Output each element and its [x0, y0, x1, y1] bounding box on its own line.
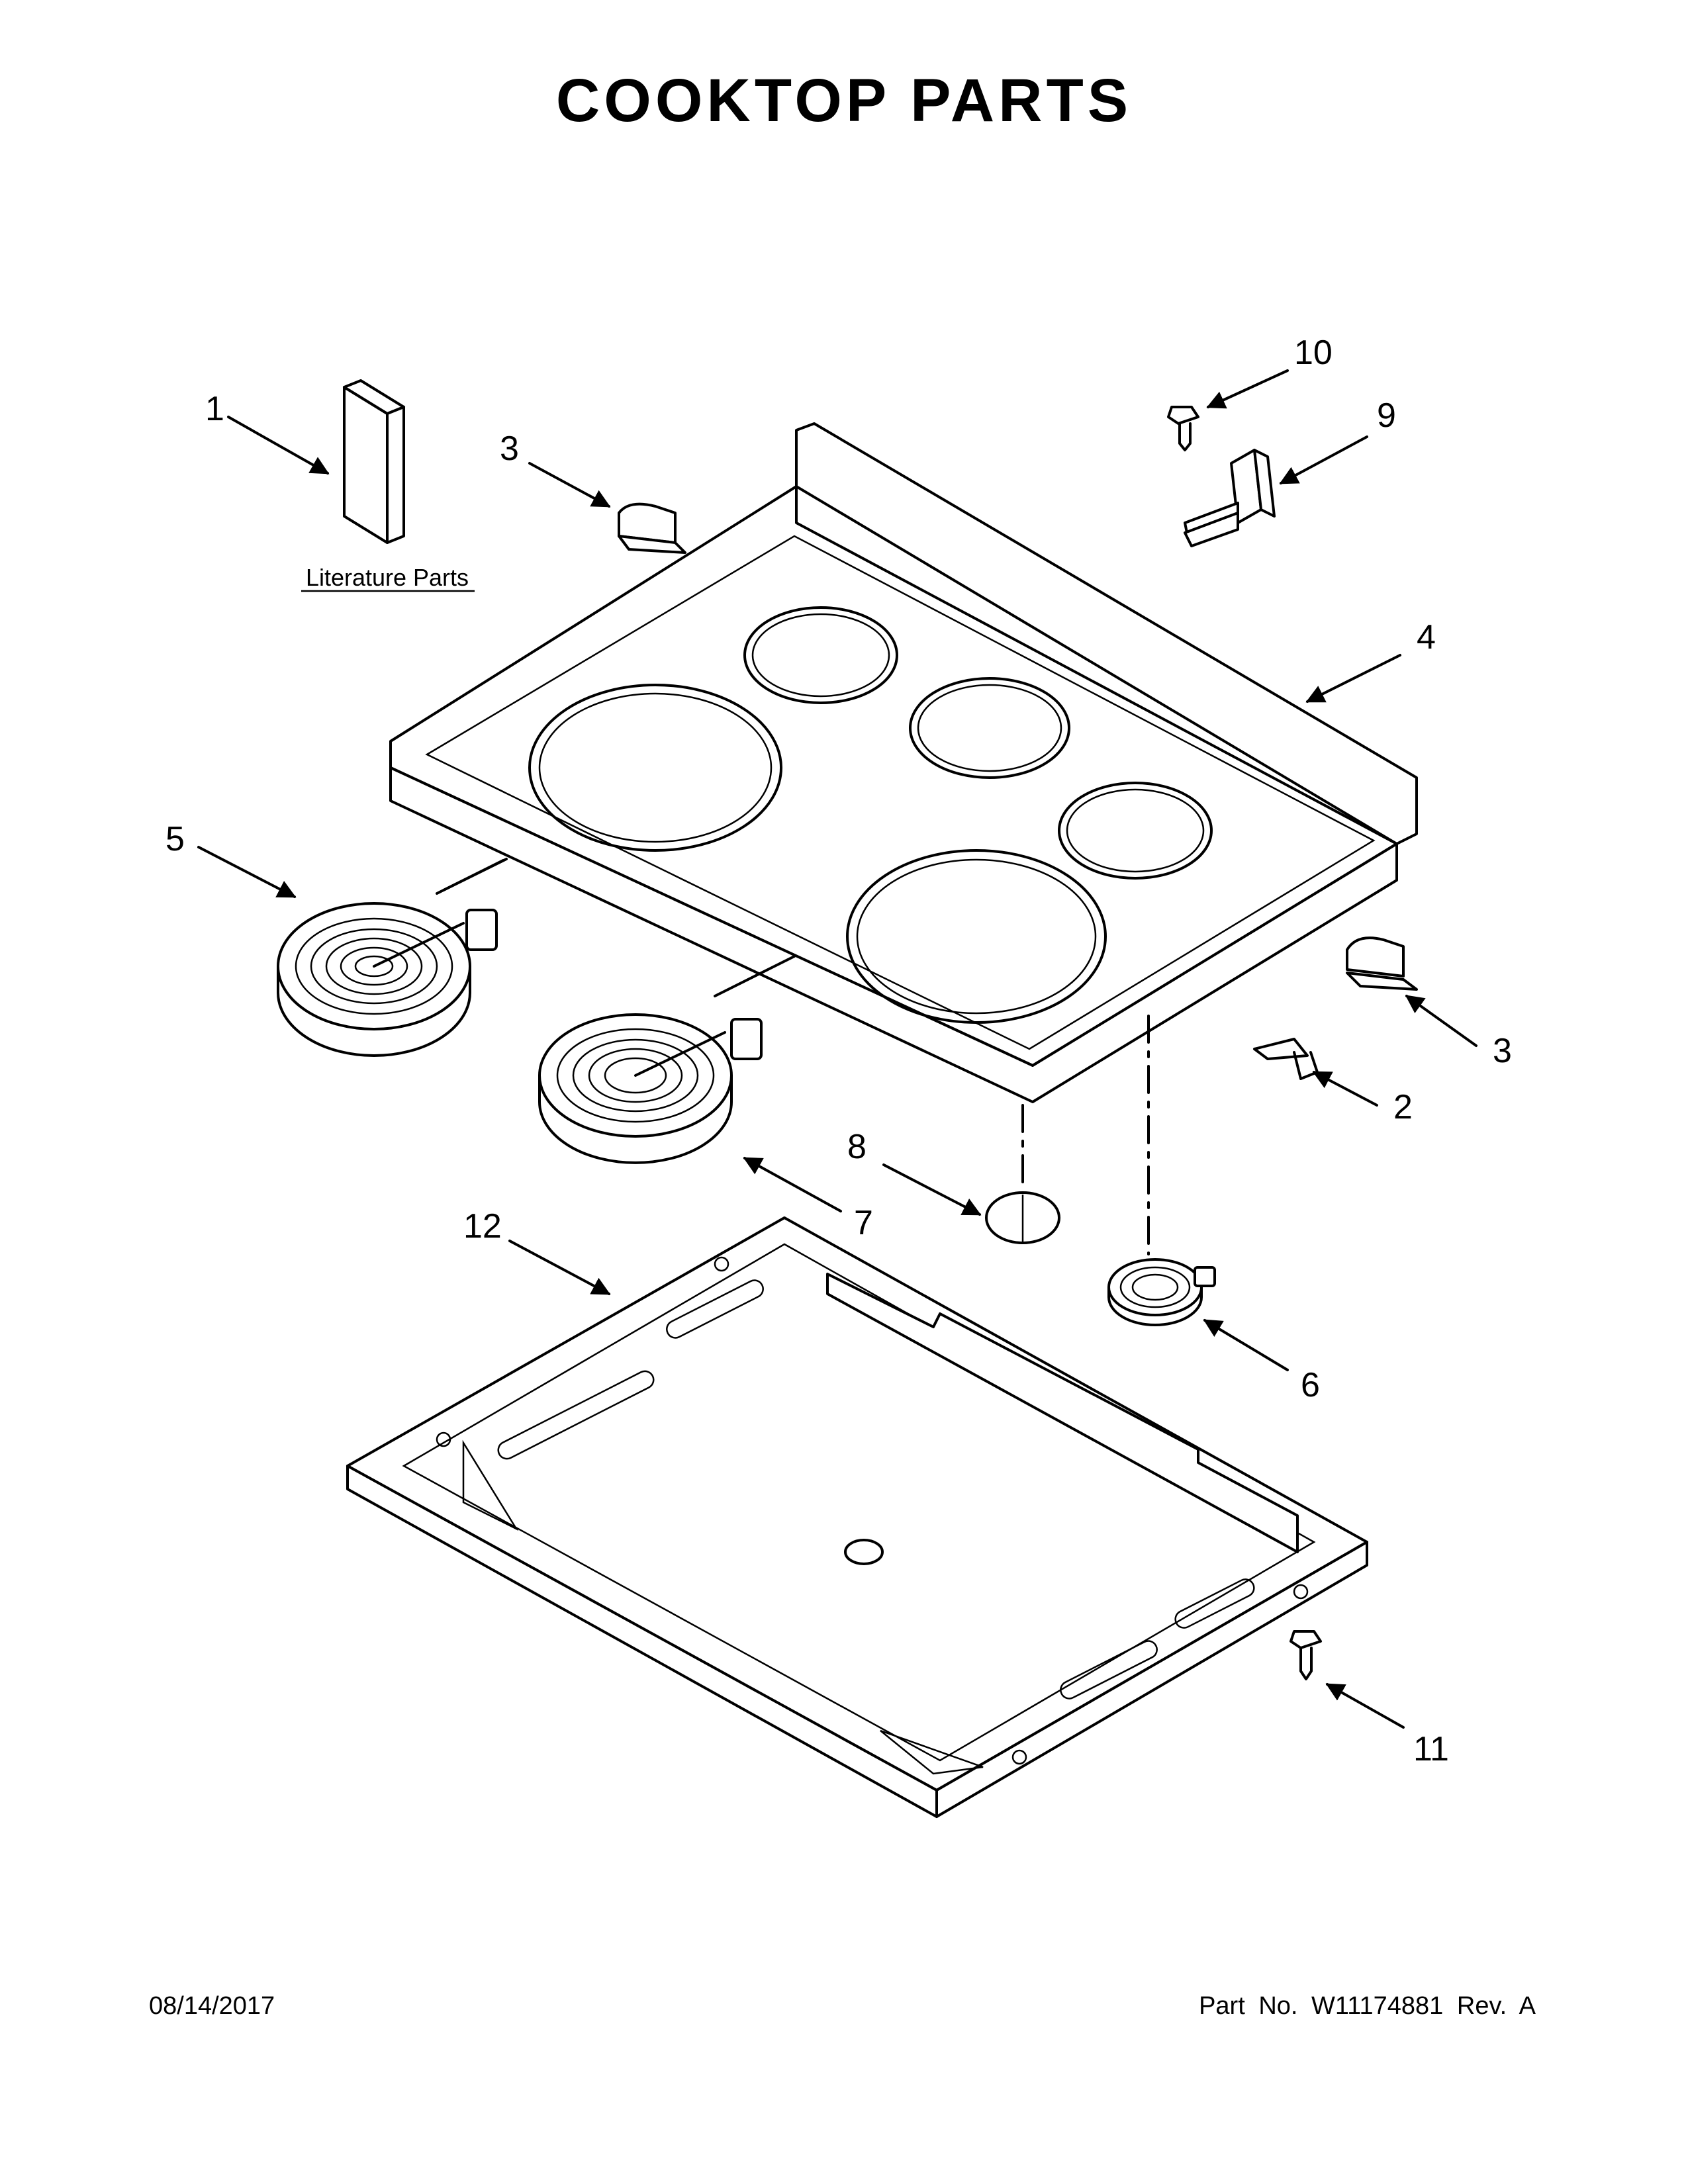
callout-3-right: 3: [1405, 995, 1512, 1070]
page-title: COOKTOP PARTS: [555, 67, 1133, 134]
screw-bottom: [1289, 1630, 1322, 1680]
svg-text:3: 3: [500, 430, 519, 468]
callout-5: 5: [165, 820, 297, 898]
leader-5: [442, 858, 508, 891]
svg-text:4: 4: [1417, 618, 1436, 657]
coil-element-small: [538, 1013, 763, 1164]
burner-box: [346, 1216, 1368, 1818]
callout-9: 9: [1279, 396, 1396, 484]
svg-text:8: 8: [847, 1128, 867, 1166]
callout-7: 7: [743, 1157, 873, 1242]
small-element: [1107, 1258, 1216, 1326]
svg-text:3: 3: [1493, 1032, 1512, 1070]
leader-7-top: [714, 955, 796, 997]
clip-right: [1346, 936, 1418, 991]
literature-booklet: [343, 379, 405, 544]
callout-4: 4: [1305, 618, 1436, 703]
callout-10: 10: [1206, 334, 1333, 409]
svg-text:12: 12: [463, 1207, 502, 1246]
svg-text:11: 11: [1413, 1730, 1449, 1768]
callout-6: 6: [1203, 1319, 1320, 1404]
sensor-disc: [985, 1191, 1060, 1244]
svg-text:7: 7: [854, 1204, 873, 1242]
callout-8: 8: [847, 1128, 982, 1216]
svg-text:6: 6: [1301, 1366, 1320, 1404]
coil-element-large: [277, 859, 504, 1057]
callout-12: 12: [463, 1207, 611, 1295]
clip-left: [618, 502, 686, 554]
svg-text:5: 5: [165, 820, 185, 858]
svg-text:10: 10: [1294, 334, 1333, 372]
cooktop-glass: [389, 422, 1418, 1103]
svg-text:2: 2: [1393, 1088, 1413, 1126]
bracket: [1184, 449, 1276, 547]
footer-date: 08/14/2017: [149, 1992, 275, 2020]
svg-text:1: 1: [205, 390, 224, 428]
callout-11: 11: [1325, 1683, 1449, 1768]
svg-text:9: 9: [1377, 396, 1396, 435]
callout-2: 2: [1312, 1071, 1413, 1126]
screw-top: [1167, 406, 1199, 451]
footer-part-number: Part No. W11174881 Rev. A: [1199, 1992, 1536, 2020]
literature-parts-label: Literature Parts: [306, 564, 469, 591]
callout-3-left: 3: [500, 430, 611, 508]
callout-1: 1: [205, 390, 330, 475]
small-clip: [1253, 1038, 1319, 1080]
